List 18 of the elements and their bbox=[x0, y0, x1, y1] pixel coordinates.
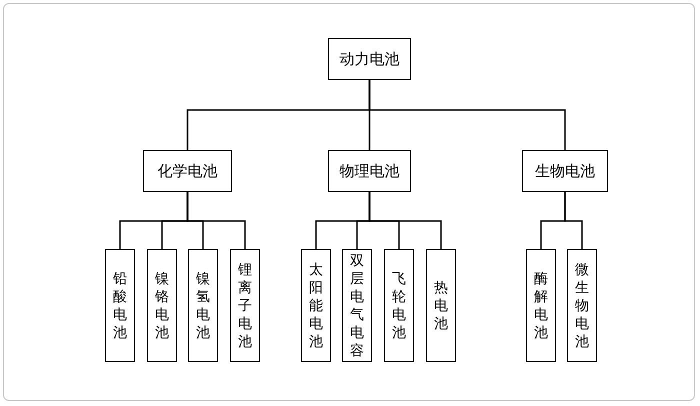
category-box: 生物电池 bbox=[522, 150, 608, 192]
connector-line bbox=[368, 192, 442, 249]
battery-type-box: 酶解电池 bbox=[526, 249, 556, 362]
battery-type-box: 微生物电池 bbox=[567, 249, 597, 362]
battery-type-box: 太阳能电池 bbox=[301, 249, 331, 362]
connector-line bbox=[186, 192, 246, 249]
category-box: 物理电池 bbox=[328, 150, 411, 192]
category-box: 动力电池 bbox=[328, 38, 411, 80]
connector-line bbox=[564, 192, 583, 249]
battery-type-box: 锂离子电池 bbox=[230, 249, 260, 362]
category-box: 化学电池 bbox=[143, 150, 232, 192]
connector-line bbox=[368, 80, 566, 150]
battery-type-box: 热电池 bbox=[426, 249, 456, 362]
battery-type-box: 铅酸电池 bbox=[105, 249, 135, 362]
battery-type-box: 镍铬电池 bbox=[147, 249, 177, 362]
battery-type-box: 镍氢电池 bbox=[188, 249, 218, 362]
battery-type-box: 双层电气电容 bbox=[342, 249, 372, 362]
battery-type-box: 飞轮电池 bbox=[384, 249, 414, 362]
